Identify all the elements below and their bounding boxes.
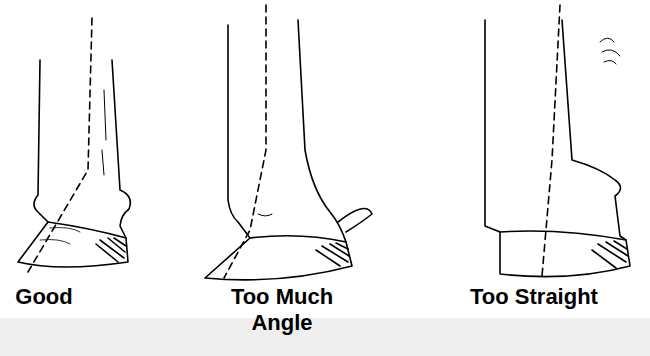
- angled-hoof: [205, 5, 372, 280]
- caption-label: Too Much Angle: [216, 284, 348, 336]
- good-hoof: [18, 18, 130, 272]
- straight-hoof: [485, 5, 630, 277]
- caption-label: Too Straight: [444, 284, 624, 310]
- ground-band: [0, 318, 650, 356]
- caption-label: Good: [4, 284, 84, 310]
